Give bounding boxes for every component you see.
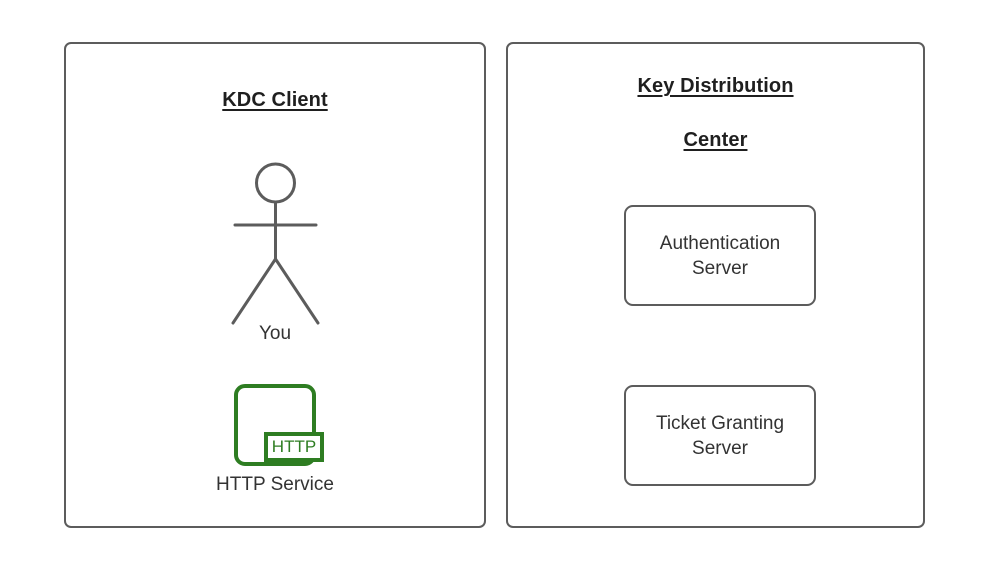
http-service-icon: HTTP xyxy=(234,384,324,466)
kdc-title-line-2: Center xyxy=(683,129,748,151)
http-service-label: HTTP Service xyxy=(216,474,334,495)
stick-figure-person-icon xyxy=(231,162,320,325)
authentication-server-box[interactable]: Authentication Server xyxy=(624,205,816,306)
actor-label: You xyxy=(258,323,292,344)
ticket-granting-server-box[interactable]: Ticket Granting Server xyxy=(624,385,816,486)
kdc-client-panel-title: KDC Client xyxy=(64,60,486,114)
kdc-client-title-text: KDC Client xyxy=(222,89,328,111)
kdc-panel-title: Key Distribution Center xyxy=(506,46,925,181)
kdc-title-line-1: Key Distribution xyxy=(637,75,794,97)
http-badge-text: HTTP xyxy=(272,437,316,456)
